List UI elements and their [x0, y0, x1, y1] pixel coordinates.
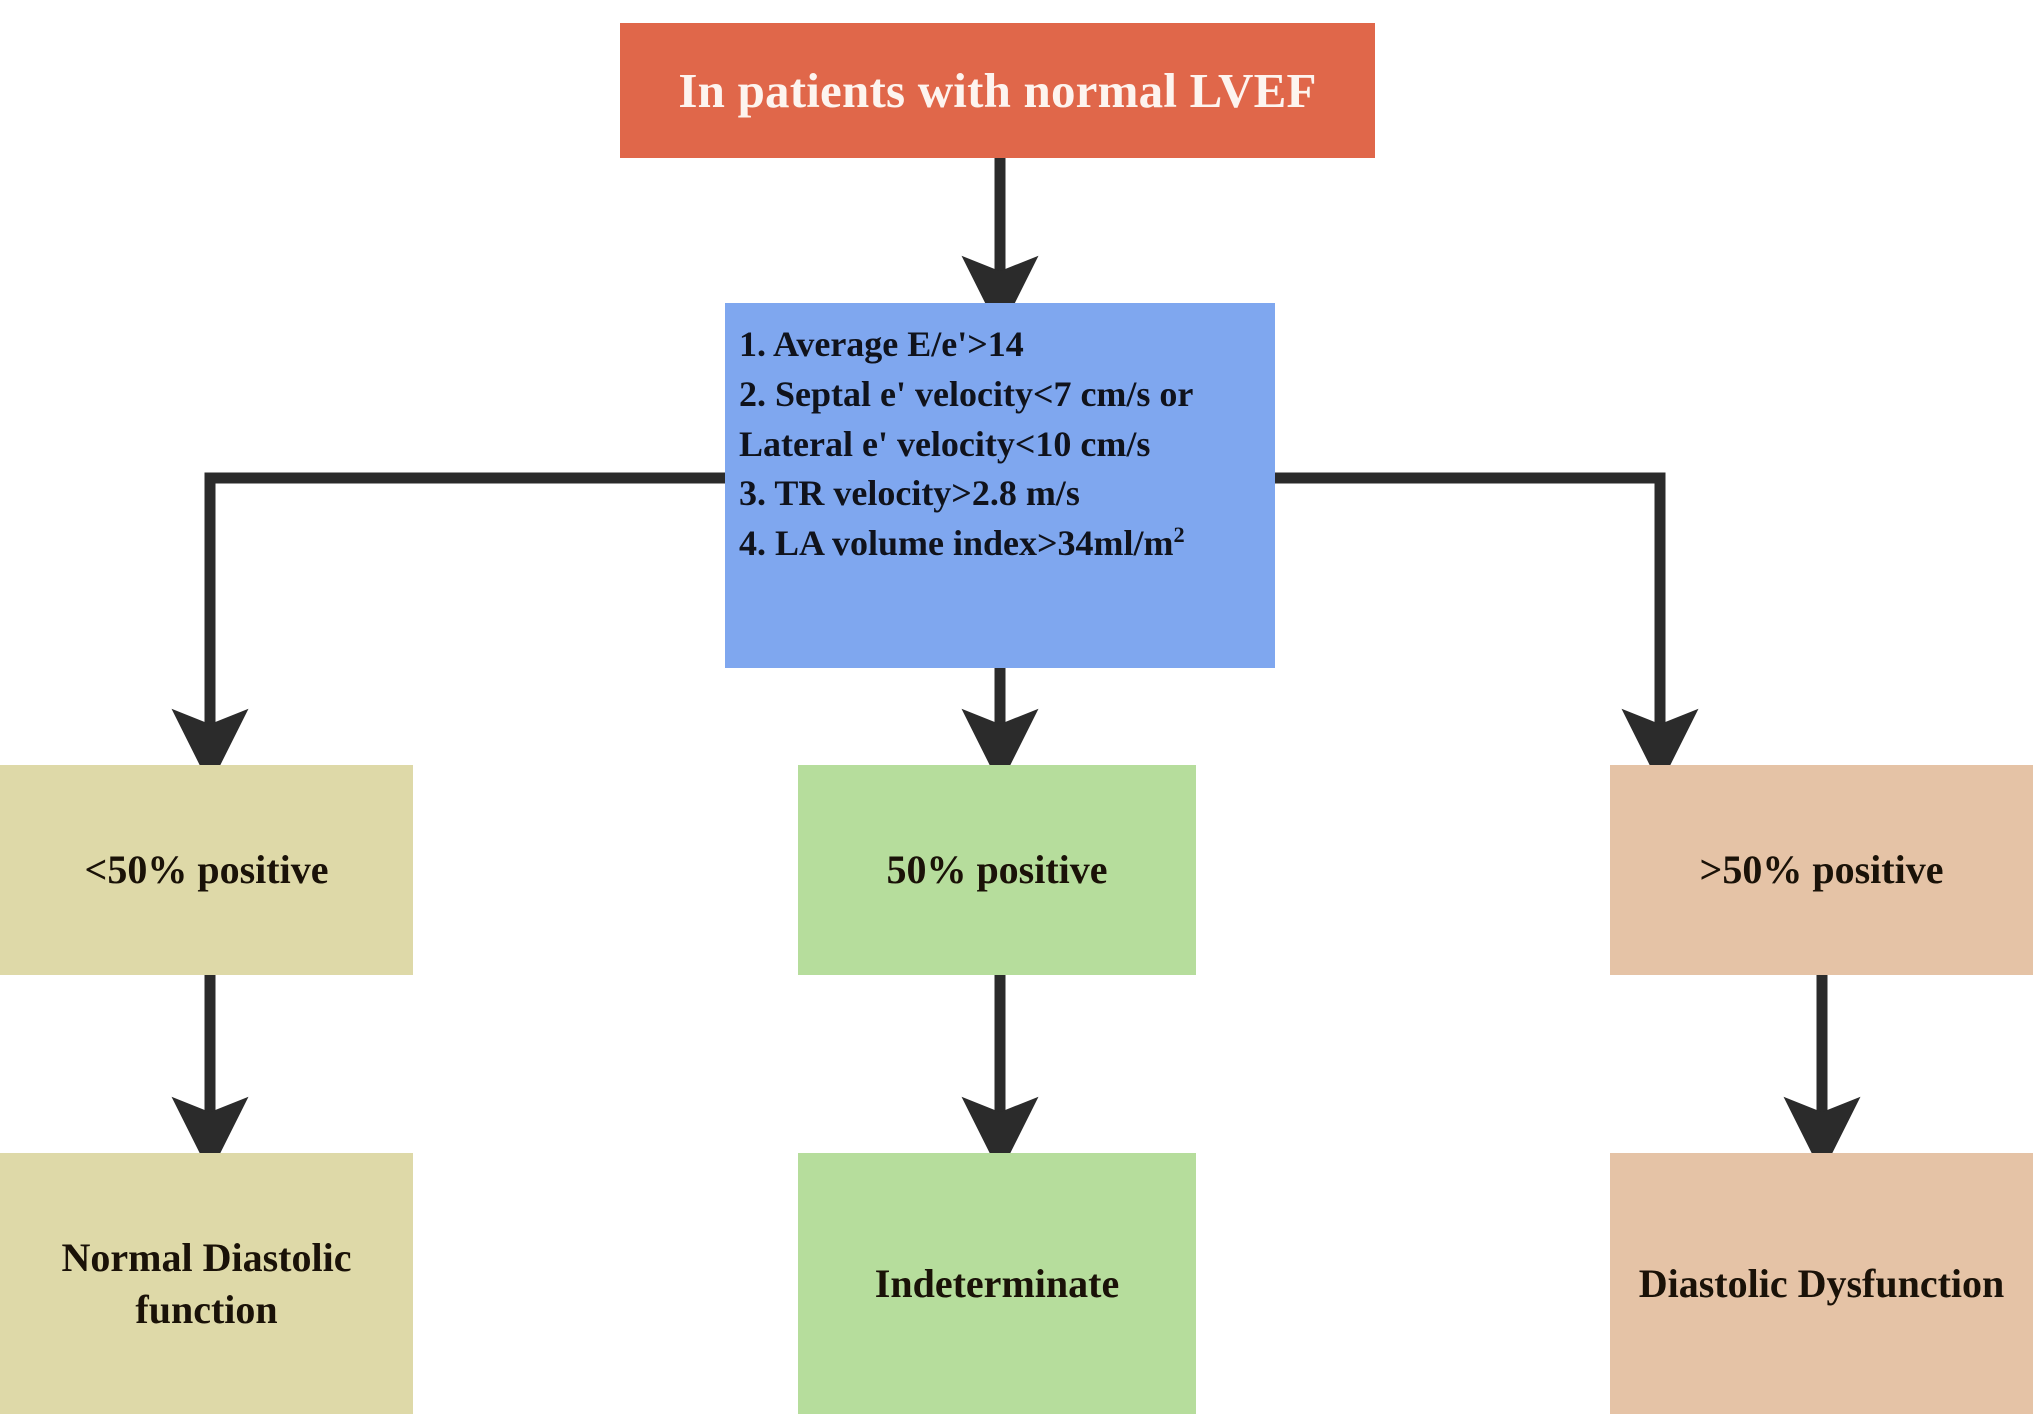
node-root-label: In patients with normal LVEF: [678, 62, 1317, 118]
node-branch-less-than-50-positive: <50% positive: [0, 765, 413, 975]
node-branch-mid-label: 50% positive: [886, 847, 1108, 892]
node-outcome-normal-diastolic-function: Normal Diastolic function: [0, 1153, 413, 1414]
criteria-item-3: 3. TR velocity>2.8 m/s: [739, 473, 1080, 514]
node-branch-left-label: <50% positive: [84, 847, 329, 892]
node-branch-right-label: >50% positive: [1699, 847, 1944, 892]
edge-criteria-to-branch-right: [1269, 472, 1699, 786]
node-outcome-diastolic-dysfunction: Diastolic Dysfunction: [1610, 1153, 2033, 1414]
criteria-item-4-superscript: 2: [1173, 522, 1185, 548]
node-criteria-list: 1. Average E/e'>14 2. Septal e' velocity…: [725, 303, 1275, 668]
edge-criteria-to-branch-left: [171, 472, 731, 786]
node-root-normal-lvef: In patients with normal LVEF: [620, 23, 1375, 158]
node-branch-50-positive: 50% positive: [798, 765, 1196, 975]
criteria-item-4-base: 4. LA volume index>34ml/m: [739, 523, 1174, 564]
criteria-item-1: 1. Average E/e'>14: [739, 324, 1024, 364]
criteria-item-4: 4. LA volume index>34ml/m2: [739, 520, 1185, 567]
node-branch-greater-than-50-positive: >50% positive: [1610, 765, 2033, 975]
node-outcome-indeterminate: Indeterminate: [798, 1153, 1196, 1414]
node-outcome-left-label: Normal Diastolic function: [61, 1234, 352, 1332]
criteria-item-2-continued: Lateral e' velocity<10 cm/s: [739, 423, 1151, 464]
criteria-item-2: 2. Septal e' velocity<7 cm/s or: [739, 373, 1194, 414]
node-outcome-mid-label: Indeterminate: [874, 1260, 1120, 1306]
node-outcome-right-label: Diastolic Dysfunction: [1638, 1260, 2005, 1306]
